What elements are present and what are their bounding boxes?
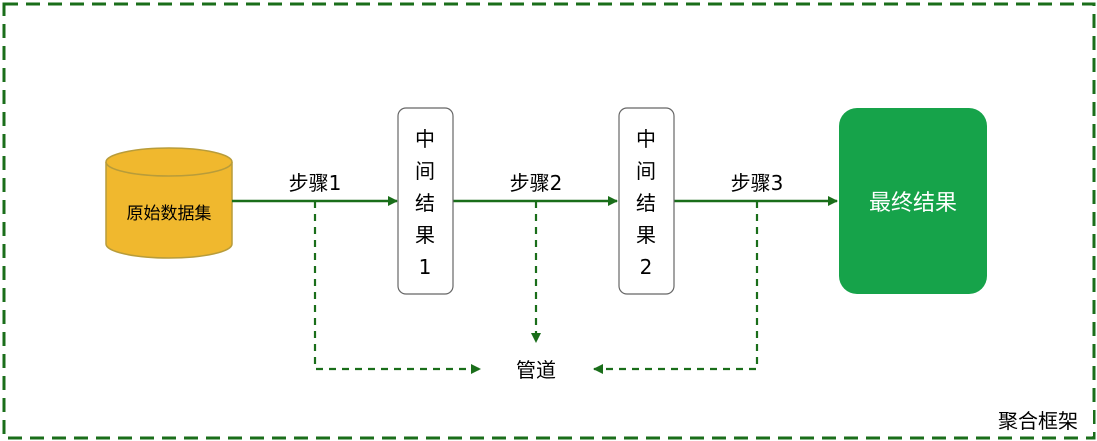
intermediate-2-char: 果 <box>636 223 656 247</box>
step3-label: 步骤3 <box>731 171 784 195</box>
intermediate-2-char: 结 <box>636 191 656 215</box>
pipeline-connector-step1 <box>313 201 481 374</box>
source-cylinder-top <box>105 147 233 177</box>
final-result-box <box>839 108 987 294</box>
intermediate-1-char: 间 <box>415 159 435 183</box>
intermediate-2-char: 间 <box>636 159 656 183</box>
final-result-label: 最终结果 <box>869 191 957 216</box>
source-dataset-node: 原始数据集 <box>105 147 233 259</box>
source-label: 原始数据集 <box>127 204 212 224</box>
frame-label-bg <box>983 404 1093 436</box>
intermediate-result-1-box <box>397 107 454 295</box>
intermediate-result-2-box <box>618 107 675 295</box>
intermediate-result-2-node: 中 间 结 果 2 <box>618 107 675 295</box>
intermediate-2-char: 中 <box>636 127 656 151</box>
final-result-node: 最终结果 <box>839 108 987 294</box>
pipeline-label: 管道 <box>516 358 556 382</box>
frame-label: 聚合框架 <box>998 409 1078 433</box>
step2-label: 步骤2 <box>510 171 563 195</box>
pipeline-connector-step3 <box>593 201 759 374</box>
step1-label: 步骤1 <box>289 171 342 195</box>
intermediate-1-char: 中 <box>415 127 435 151</box>
source-cylinder-body <box>105 162 233 259</box>
intermediate-1-char: 结 <box>415 191 435 215</box>
intermediate-1-char: 1 <box>419 255 432 279</box>
intermediate-1-char: 果 <box>415 223 435 247</box>
intermediate-result-1-node: 中 间 结 果 1 <box>397 107 454 295</box>
intermediate-2-char: 2 <box>640 255 653 279</box>
